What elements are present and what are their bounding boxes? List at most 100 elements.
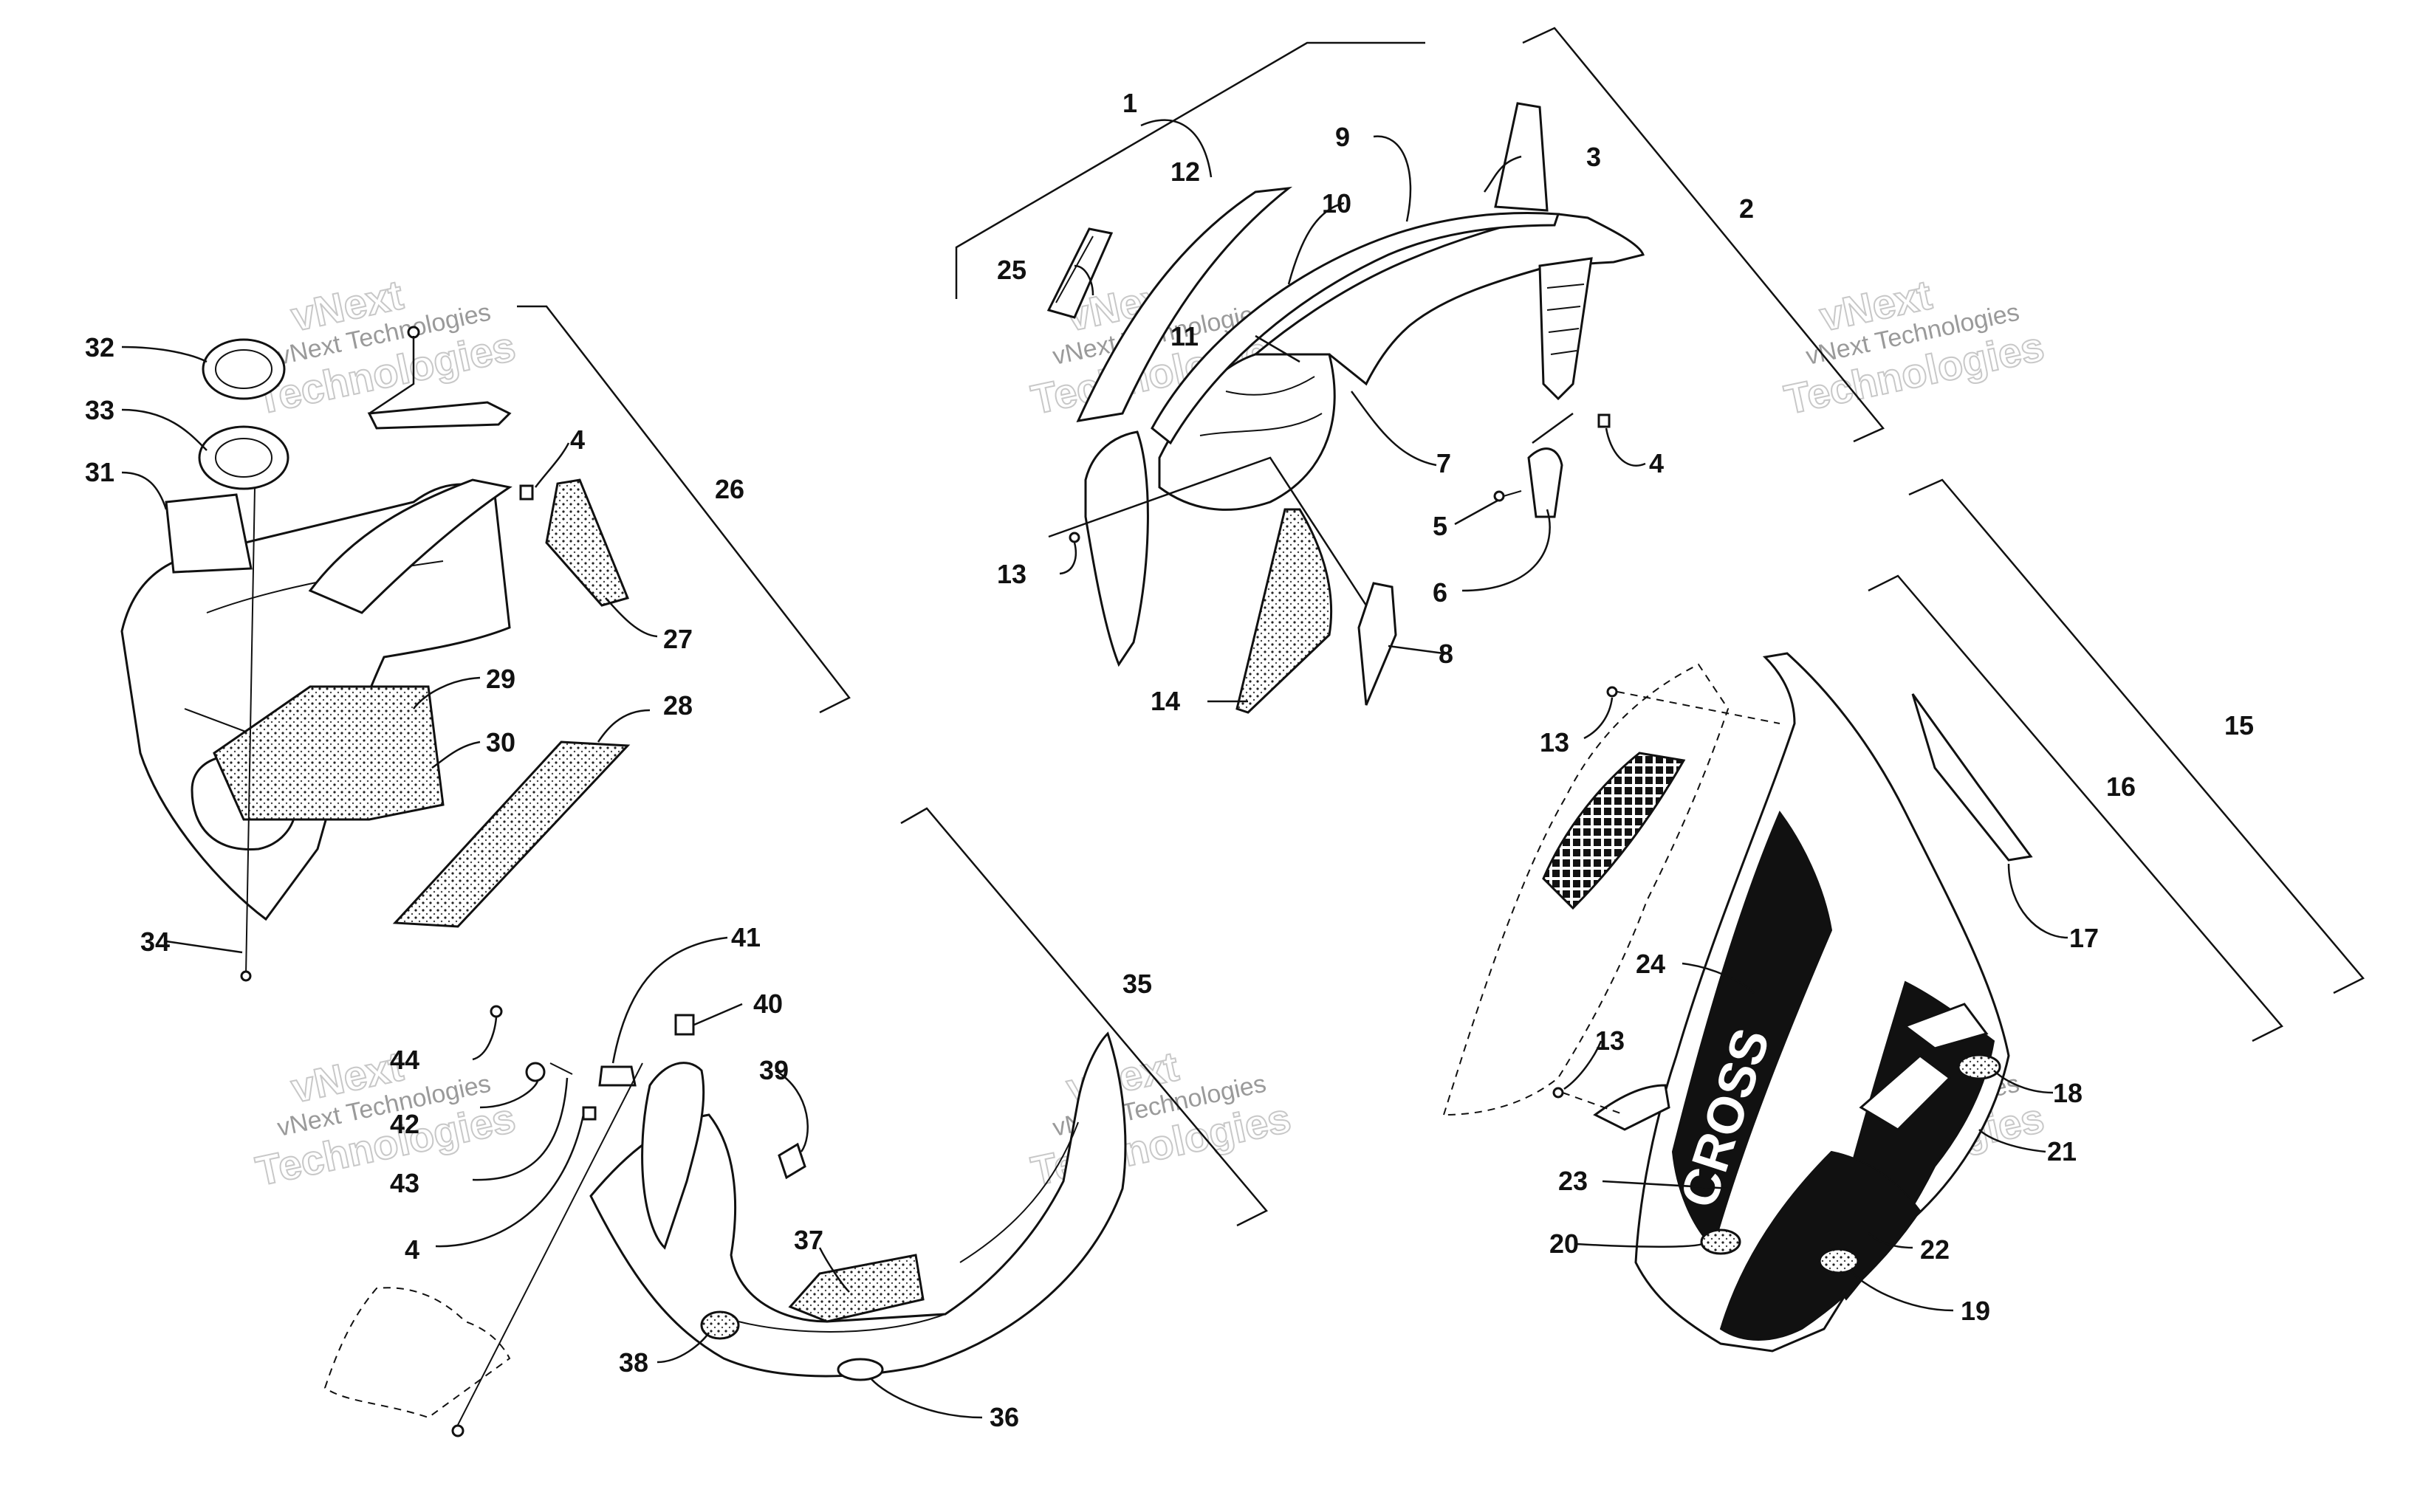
assembly-top-center	[955, 27, 1885, 714]
foam-pad-37	[788, 1254, 925, 1323]
callout-14: 14	[1151, 686, 1180, 716]
top-bracket-26	[367, 401, 512, 430]
callout-11: 11	[1170, 321, 1199, 351]
callout-labels: 1 2 3 4 5 6 7 8 9 10 11 12 13 14 15 16 1…	[85, 88, 2254, 1432]
callout-13-right-a: 13	[1540, 727, 1569, 757]
foam-pad-29	[213, 685, 445, 821]
bracket-piece-23	[1593, 1084, 1670, 1131]
callout-36: 36	[990, 1402, 1019, 1432]
screw-44	[490, 1005, 503, 1018]
clip-4-top	[1597, 413, 1611, 428]
callout-35: 35	[1122, 969, 1152, 999]
callout-32: 32	[85, 332, 114, 362]
clip-4-bottom	[582, 1106, 597, 1121]
callout-31: 31	[85, 457, 114, 487]
ring-32	[202, 338, 286, 400]
callout-4-bottom: 4	[405, 1234, 419, 1265]
assembly-bottom-center	[323, 807, 1268, 1437]
screw-13-top	[1069, 532, 1080, 543]
bracket-35	[900, 807, 1268, 1227]
clip-40	[674, 1014, 695, 1036]
screw-13-right-b	[1552, 1087, 1564, 1099]
callout-4-top: 4	[1649, 448, 1664, 478]
watermark-4: vNext vNext Technologies Technologies	[251, 1042, 520, 1195]
callout-17: 17	[2069, 923, 2099, 953]
washer-42	[525, 1062, 546, 1082]
foam-pad-20	[1700, 1228, 1741, 1255]
callout-23: 23	[1558, 1166, 1588, 1196]
pad-36	[837, 1358, 884, 1381]
small-bracket	[1527, 447, 1563, 518]
callout-18: 18	[2053, 1078, 2083, 1108]
callout-6: 6	[1433, 577, 1447, 608]
screw-13-right-a	[1606, 686, 1618, 698]
screw-bottom	[451, 1424, 465, 1437]
decal-chevron-1	[1859, 1054, 1952, 1131]
clip-4-left	[519, 484, 534, 501]
assembly-right: CROSS COUNTRY	[1442, 478, 2365, 1353]
mesh-vent	[1542, 752, 1686, 910]
decal-graphic-22	[1719, 1150, 1922, 1341]
callout-12: 12	[1170, 157, 1200, 187]
watermark-5: vNext vNext Technologies Technologies	[1026, 1042, 1295, 1195]
callout-1: 1	[1122, 88, 1137, 118]
screw-top-26	[407, 326, 420, 339]
callout-29: 29	[486, 664, 515, 694]
callout-43: 43	[390, 1168, 419, 1198]
assembly-top-left	[120, 305, 851, 982]
callout-28: 28	[663, 690, 693, 721]
foam-pad-27	[545, 478, 630, 607]
bracket-26	[517, 305, 851, 714]
callout-26: 26	[715, 474, 744, 504]
callout-7: 7	[1436, 448, 1451, 478]
panel-8	[1357, 582, 1397, 706]
callout-42: 42	[390, 1109, 419, 1139]
callout-19: 19	[1961, 1296, 1990, 1326]
callout-8: 8	[1439, 639, 1453, 669]
decal-small	[1046, 227, 1114, 319]
callout-24: 24	[1636, 949, 1665, 979]
grommet-41	[598, 1065, 637, 1087]
foam-pad-14	[1235, 508, 1333, 714]
callout-38: 38	[619, 1347, 648, 1378]
callout-25: 25	[997, 255, 1026, 285]
callout-9: 9	[1335, 122, 1350, 152]
callout-41: 41	[731, 922, 761, 952]
decal-chevron-2	[1902, 1003, 1989, 1050]
hood-panel	[1252, 213, 1645, 386]
callout-15: 15	[2224, 710, 2254, 740]
side-panel-35	[641, 1062, 705, 1250]
callout-5: 5	[1433, 511, 1447, 541]
callout-20: 20	[1549, 1228, 1579, 1259]
foam-pad-19	[1818, 1248, 1859, 1274]
foam-pad-28	[392, 740, 631, 928]
callout-21: 21	[2047, 1136, 2077, 1166]
bracket-1	[955, 41, 1425, 299]
screw-34	[240, 970, 252, 982]
decal-31	[165, 493, 253, 574]
watermark-1: vNext vNext Technologies Technologies	[251, 270, 520, 424]
callout-2: 2	[1739, 193, 1754, 224]
foam-pad-38	[700, 1310, 740, 1340]
bracket-15	[1908, 478, 2365, 994]
dashed-outline-bottom	[323, 1287, 511, 1419]
callout-27: 27	[663, 624, 693, 654]
callout-33: 33	[85, 395, 114, 425]
callout-34: 34	[140, 927, 170, 957]
callout-10: 10	[1322, 188, 1351, 219]
bracket-2	[1522, 27, 1885, 443]
upper-rail-26	[308, 478, 513, 614]
callout-30: 30	[486, 727, 515, 757]
callout-40: 40	[753, 989, 783, 1019]
callout-13-right-b: 13	[1595, 1025, 1625, 1056]
callout-3: 3	[1586, 142, 1601, 172]
side-strip	[1076, 186, 1293, 422]
decal-17	[1911, 693, 2033, 862]
callout-22: 22	[1920, 1234, 1950, 1265]
screw-5	[1493, 490, 1505, 502]
callout-39: 39	[759, 1055, 789, 1085]
callout-13-top: 13	[997, 559, 1026, 589]
bracket-16	[1868, 574, 2283, 1042]
watermark-3: vNext vNext Technologies Technologies	[1780, 270, 2049, 424]
